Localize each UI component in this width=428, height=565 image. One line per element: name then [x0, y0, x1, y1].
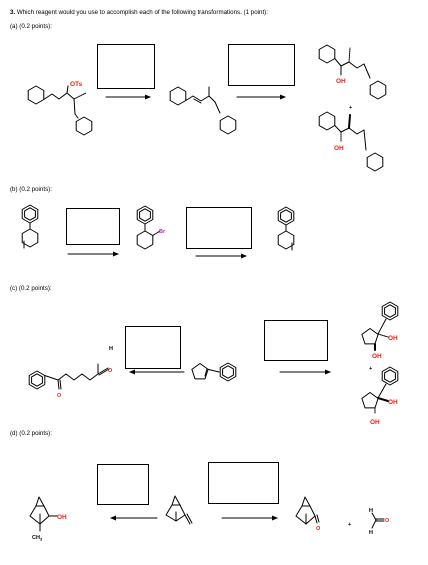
answer-box-a2[interactable] — [228, 44, 295, 86]
molecule-d-alkene — [165, 495, 193, 525]
oh-label-d: OH — [57, 514, 67, 521]
ch3-subscript: 3 — [40, 537, 43, 542]
question-number: 3. — [10, 9, 16, 16]
answer-box-b2[interactable] — [186, 207, 252, 249]
answer-box-c2[interactable] — [264, 320, 328, 361]
br-label: Br — [159, 229, 166, 235]
molecule-d-alcohol — [29, 496, 58, 532]
h-label-d1: H — [369, 508, 373, 514]
ch3-label: CH3 — [32, 535, 43, 542]
ch3-text: CH — [32, 535, 40, 541]
oh-label-c4: OH — [370, 419, 380, 426]
question-text: Which reagent would you use to accomplis… — [15, 9, 268, 16]
o-label-d2: O — [385, 518, 390, 524]
oh-label-a2: OH — [334, 145, 344, 152]
molecule-d-formaldehyde — [371, 512, 385, 529]
molecule-b-product — [277, 206, 295, 251]
plus-a: + — [349, 105, 352, 111]
molecule-a-alkene — [169, 86, 237, 135]
answer-box-c1[interactable] — [125, 326, 181, 369]
answer-box-d2[interactable] — [208, 462, 279, 504]
molecule-b-start — [21, 204, 39, 249]
h-label-d2: H — [369, 530, 373, 536]
molecule-d-ketone — [295, 496, 320, 525]
molecule-a-product-2 — [318, 111, 384, 172]
molecule-c-diol-2 — [361, 366, 399, 415]
plus-c: + — [369, 366, 372, 372]
part-b-label: (b) (0.2 points): — [10, 186, 52, 193]
ots-label: OTs — [70, 81, 83, 88]
part-d-label: (d) (0.2 points): — [10, 430, 52, 437]
answer-box-b1[interactable] — [66, 208, 120, 245]
plus-d: + — [348, 522, 351, 528]
answer-box-d1[interactable] — [97, 464, 149, 505]
o-label-c1: O — [57, 393, 62, 399]
molecule-a-start — [27, 85, 93, 136]
part-c-label: (c) (0.2 points): — [10, 285, 52, 292]
answer-box-a1[interactable] — [97, 44, 155, 89]
oh-label-c3: OH — [388, 399, 398, 406]
h-label-c: H — [109, 346, 113, 352]
oh-label-c1: OH — [388, 335, 398, 342]
o-label-d1: O — [316, 526, 321, 532]
molecule-c-cyclopentene — [191, 362, 237, 382]
molecule-c-diol-1 — [361, 301, 399, 351]
o-label-c2: O — [108, 368, 113, 374]
oh-label-c2: OH — [372, 353, 382, 360]
molecule-c-ketoaldehyde — [28, 363, 110, 390]
molecule-a-product-1 — [318, 44, 387, 100]
question-title: 3. Which reagent would you use to accomp… — [10, 9, 268, 16]
part-a-label: (a) (0.2 points): — [10, 23, 52, 30]
molecule-b-bromide — [136, 205, 161, 250]
oh-label-a1: OH — [336, 78, 346, 85]
